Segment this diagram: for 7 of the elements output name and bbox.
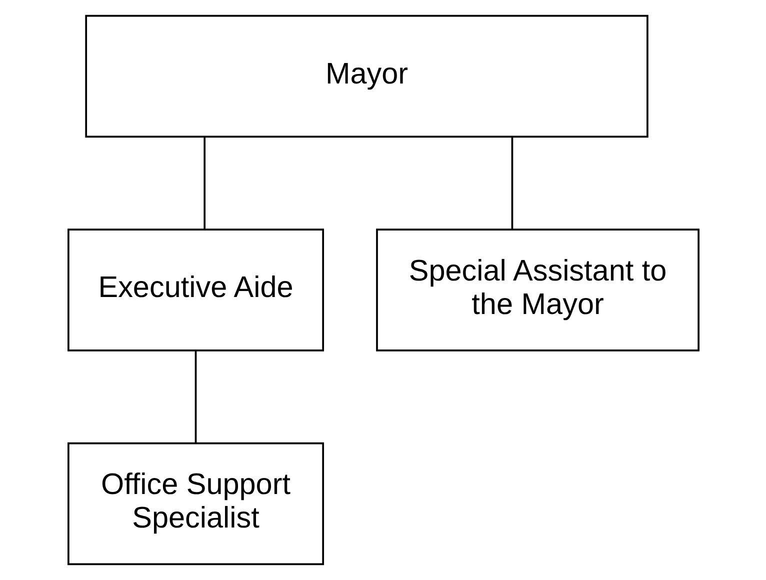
node-box: Special Assistant to the Mayor bbox=[376, 228, 699, 352]
node-box: Mayor bbox=[84, 14, 648, 138]
node-box: Executive Aide bbox=[67, 228, 324, 352]
node-box: Office Support Specialist bbox=[67, 442, 324, 566]
connector bbox=[194, 350, 196, 443]
connector bbox=[203, 136, 206, 230]
connector bbox=[510, 136, 513, 230]
